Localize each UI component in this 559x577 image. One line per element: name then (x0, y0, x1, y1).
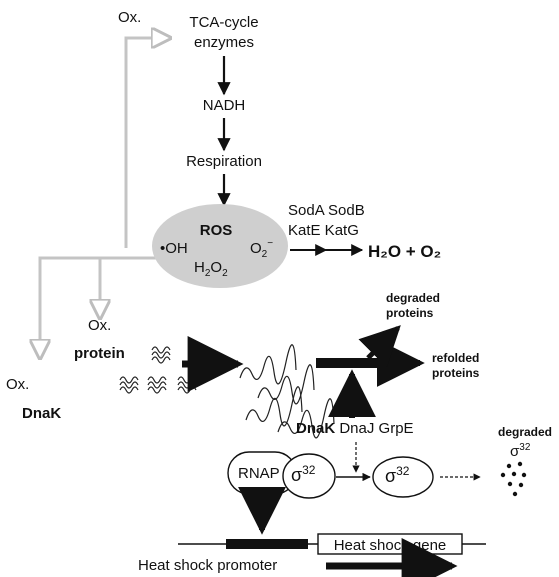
top-ox-label: Ox. (118, 9, 141, 26)
heat-shock-promoter-label: Heat shock promoter (138, 557, 277, 574)
sigma32-free-label: σ32 (385, 464, 410, 486)
dnak-left-label: DnaK (22, 405, 61, 422)
degraded-sigma-label: degraded (498, 425, 552, 439)
superoxide: O2− (250, 238, 273, 260)
respiration-label: Respiration (186, 153, 262, 170)
heat-shock-gene-label: Heat shock gene (334, 537, 447, 554)
tca-label-line2: enzymes (194, 34, 254, 51)
water-oxygen-products: H₂O + O₂ (368, 242, 441, 261)
dnak-ox-label: Ox. (6, 376, 29, 393)
unfolded-protein-glyphs (239, 344, 335, 439)
hydroxyl-radical: •OH (160, 240, 188, 257)
ros-ellipse (152, 204, 288, 288)
tca-label-line1: TCA-cycle (189, 14, 258, 31)
refolded-proteins-line1: refolded (432, 351, 479, 365)
oxidation-arrow-tca (124, 38, 168, 248)
refolded-proteins-line2: proteins (432, 366, 480, 380)
ros-title: ROS (200, 222, 233, 239)
degraded-proteins-line1: degraded (386, 291, 440, 305)
protein-ox-label: Ox. (88, 317, 111, 334)
promoter-block (226, 539, 308, 549)
enzymes-line1: SodA SodB (288, 202, 365, 219)
sigma32-bound (282, 453, 336, 499)
degraded-sigma-symbol: σ32 (510, 442, 531, 460)
oxidation-arrows (40, 38, 250, 356)
rnap-label: RNAP (238, 465, 280, 482)
degraded-proteins-line2: proteins (386, 306, 434, 320)
oxidized-protein-glyphs (119, 346, 197, 394)
protein-label: protein (74, 345, 125, 362)
enzymes-line2: KatE KatG (288, 222, 359, 239)
arrow-degraded (358, 325, 401, 368)
chaperone-label: DnaK DnaJ GrpE (296, 420, 414, 437)
sigma32-bound-label: σ32 (291, 463, 316, 485)
sigma32-free (372, 456, 434, 498)
degraded-sigma-fragments (500, 461, 527, 497)
hydrogen-peroxide: H2O2 (194, 259, 228, 279)
nadh-label: NADH (203, 97, 246, 114)
